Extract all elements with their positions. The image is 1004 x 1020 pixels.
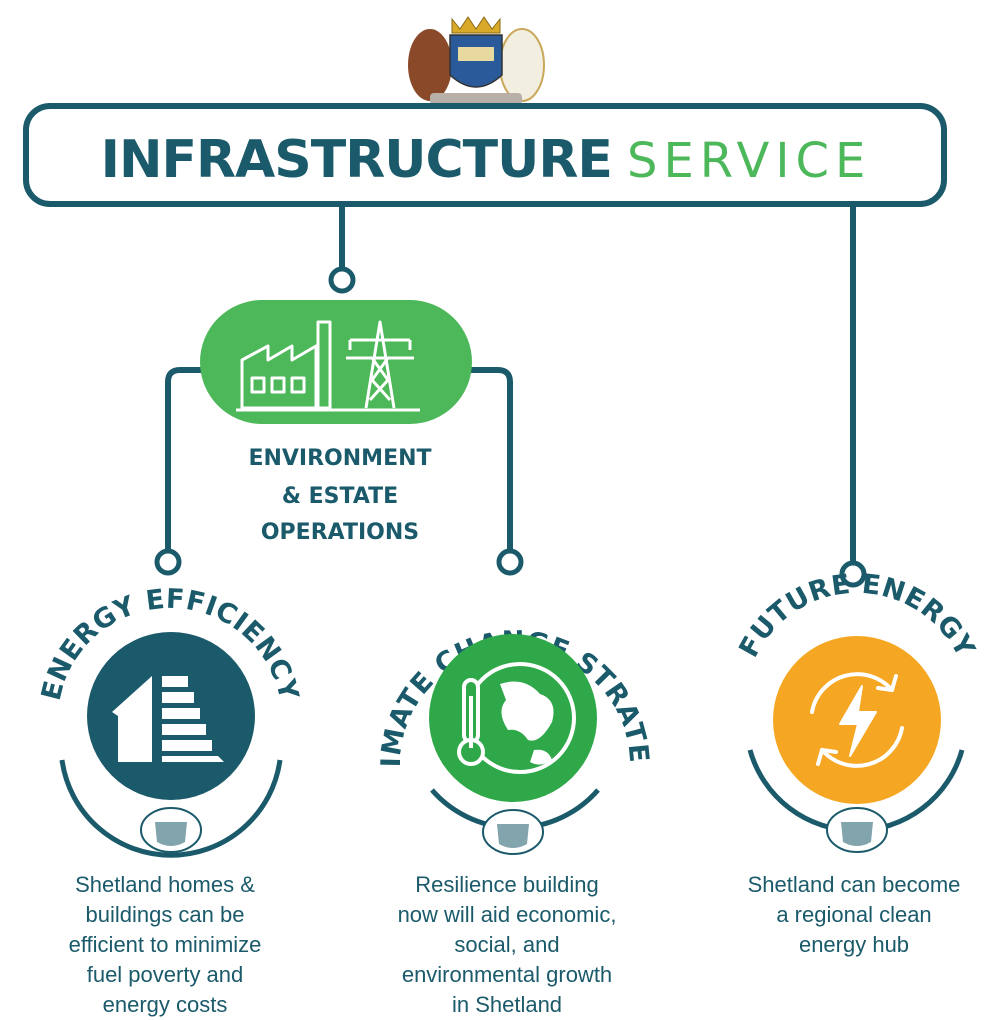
future-energy-caption: Shetland can become a regional clean ene… xyxy=(747,872,961,957)
branch-energy-efficiency: ENERGY EFFICIENCY xyxy=(36,584,304,858)
hub-label: ENVIRONMENT & ESTATE OPERATIONS xyxy=(248,446,431,545)
hub-label-line1: ENVIRONMENT xyxy=(248,446,431,471)
connector-lines xyxy=(165,203,856,565)
header-title-bold: INFRASTRUCTURE xyxy=(101,130,612,190)
header-box xyxy=(23,103,947,207)
branch-future-energy: FUTURE ENERGY xyxy=(733,569,980,853)
house-energy-rating-icon xyxy=(112,676,224,762)
energy-efficiency-caption: Shetland homes & buildings can be effici… xyxy=(68,872,262,1017)
hub-pill xyxy=(200,300,472,424)
council-badge-icon xyxy=(482,809,544,855)
renewable-energy-icon xyxy=(810,672,904,768)
hub-label-line2: & ESTATE xyxy=(282,484,398,509)
council-badge-icon xyxy=(826,807,888,853)
council-badge-icon xyxy=(140,807,202,853)
coat-of-arms-emblem xyxy=(408,16,545,112)
hub-label-line3: OPERATIONS xyxy=(261,520,419,545)
header-title-light: SERVICE xyxy=(627,133,871,189)
globe-thermometer-icon xyxy=(457,662,576,774)
climate-change-strategy-caption: Resilience building now will aid economi… xyxy=(397,872,617,1017)
connector-nodes xyxy=(154,266,867,588)
header-title: INFRASTRUCTURE SERVICE xyxy=(101,130,872,190)
factory-pylon-icon xyxy=(236,320,420,412)
